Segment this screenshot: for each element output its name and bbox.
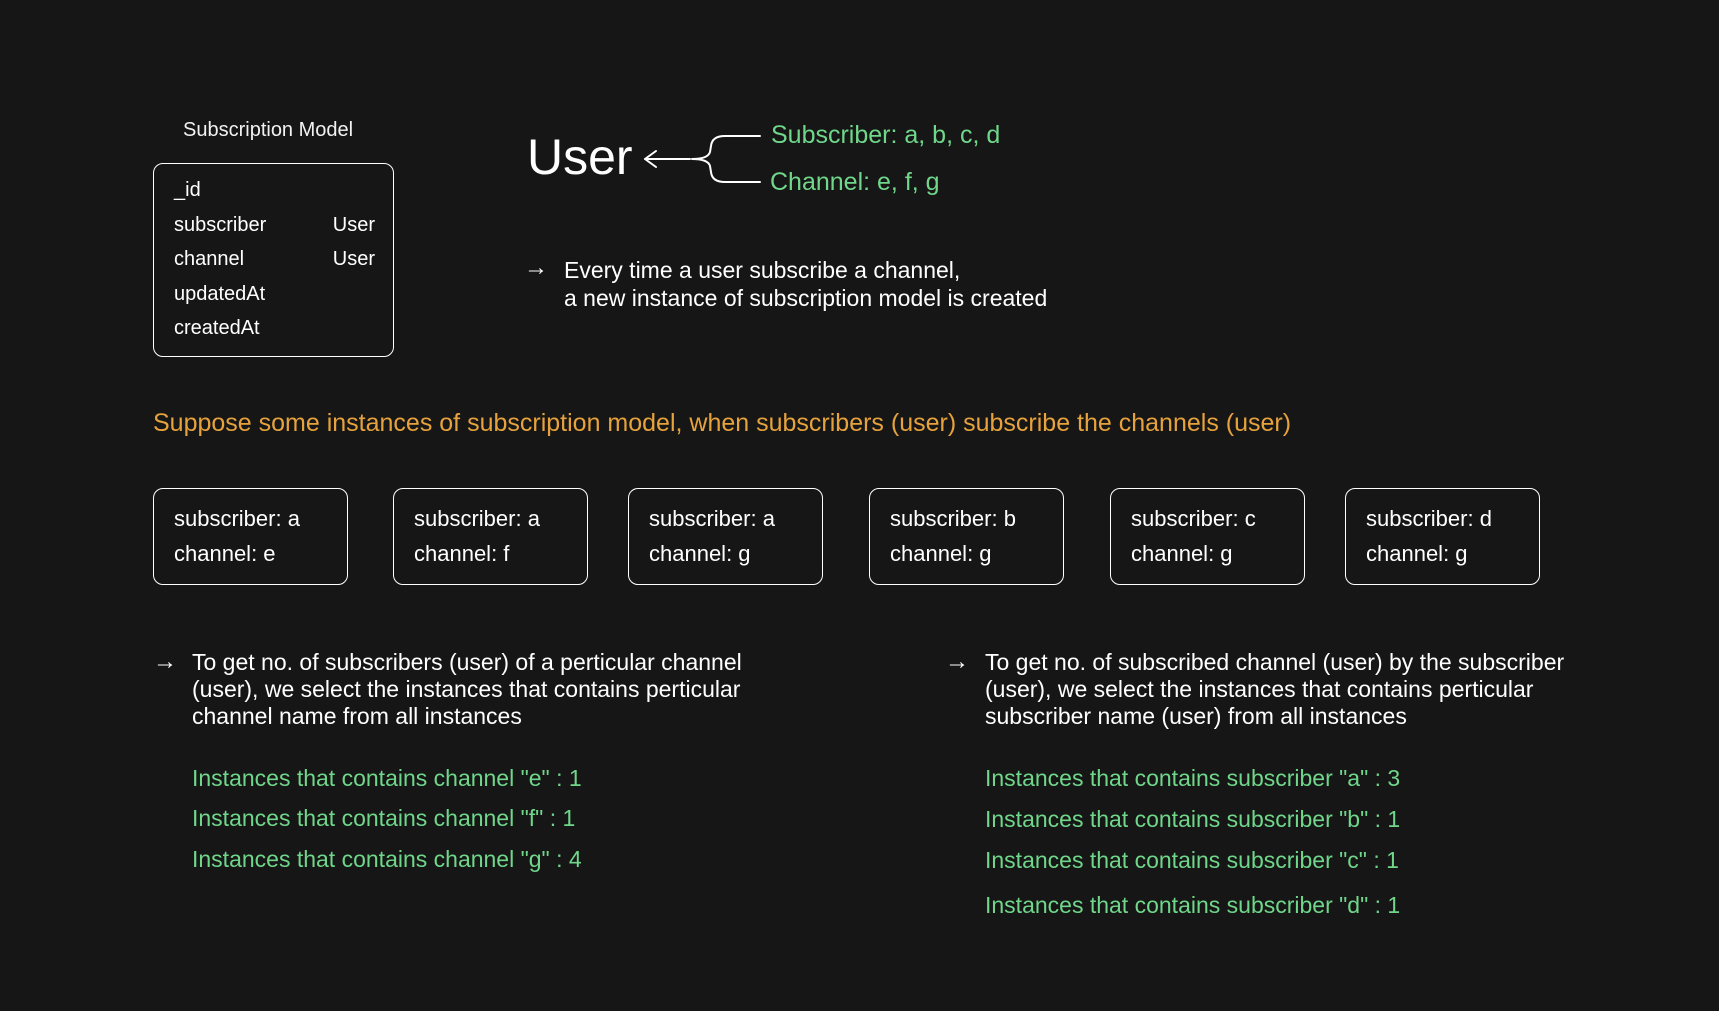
- field-id: _id: [174, 179, 201, 201]
- subscriber-count-d: Instances that contains subscriber "d" :…: [985, 892, 1401, 918]
- left-arrow-brace-icon: [644, 135, 761, 183]
- instance-box-5: subscriber: c channel: g: [1110, 488, 1305, 585]
- subscriber-list: Subscriber: a, b, c, d: [771, 121, 1001, 149]
- instance-channel: channel: g: [1131, 541, 1233, 566]
- instance-subscriber: subscriber: c: [1131, 506, 1256, 531]
- note-top: Every time a user subscribe a channel, a…: [564, 256, 1047, 312]
- instance-channel: channel: g: [1366, 541, 1468, 566]
- right-note: To get no. of subscribed channel (user) …: [985, 649, 1564, 730]
- channel-count-g: Instances that contains channel "g" : 4: [192, 846, 582, 872]
- instance-box-1: subscriber: a channel: e: [153, 488, 348, 585]
- user-label: User: [527, 129, 633, 185]
- left-note-line1: To get no. of subscribers (user) of a pe…: [192, 649, 742, 675]
- channel-count-f: Instances that contains channel "f" : 1: [192, 805, 576, 831]
- field-createdat: createdAt: [174, 317, 260, 339]
- left-note-line3: channel name from all instances: [192, 703, 522, 729]
- field-channel-type: User: [332, 248, 375, 270]
- right-arrow-icon: →: [153, 648, 177, 675]
- instance-channel: channel: e: [174, 541, 276, 566]
- subscriber-count-c: Instances that contains subscriber "c" :…: [985, 847, 1399, 873]
- model-box: _id subscriber User channel User updated…: [153, 163, 394, 357]
- instance-box-6: subscriber: d channel: g: [1345, 488, 1540, 585]
- note-top-line2: a new instance of subscription model is …: [564, 285, 1048, 311]
- instance-subscriber: subscriber: b: [890, 506, 1016, 531]
- channel-list: Channel: e, f, g: [770, 168, 940, 196]
- instance-subscriber: subscriber: a: [414, 506, 540, 531]
- left-note: To get no. of subscribers (user) of a pe…: [192, 649, 742, 730]
- instance-box-3: subscriber: a channel: g: [628, 488, 823, 585]
- field-subscriber-type: User: [332, 214, 375, 236]
- instance-subscriber: subscriber: d: [1366, 506, 1492, 531]
- instance-subscriber: subscriber: a: [649, 506, 775, 531]
- subscriber-count-b: Instances that contains subscriber "b" :…: [985, 806, 1401, 832]
- instance-subscriber: subscriber: a: [174, 506, 300, 531]
- instance-box-4: subscriber: b channel: g: [869, 488, 1064, 585]
- right-note-line3: subscriber name (user) from all instance…: [985, 703, 1407, 729]
- left-note-line2: (user), we select the instances that con…: [192, 676, 741, 702]
- note-top-line1: Every time a user subscribe a channel,: [564, 257, 961, 283]
- field-subscriber: subscriber: [174, 214, 267, 236]
- instance-channel: channel: g: [890, 541, 992, 566]
- model-title: Subscription Model: [183, 119, 354, 141]
- channel-count-e: Instances that contains channel "e" : 1: [192, 765, 582, 791]
- subscriber-count-a: Instances that contains subscriber "a" :…: [985, 765, 1401, 791]
- right-arrow-icon: →: [945, 648, 969, 675]
- right-note-line2: (user), we select the instances that con…: [985, 676, 1534, 702]
- instance-channel: channel: f: [414, 541, 510, 566]
- right-note-line1: To get no. of subscribed channel (user) …: [985, 649, 1565, 675]
- field-channel: channel: [174, 248, 245, 270]
- field-updatedat: updatedAt: [174, 283, 266, 305]
- instance-channel: channel: g: [649, 541, 751, 566]
- suppose-text: Suppose some instances of subscription m…: [153, 409, 1292, 437]
- right-arrow-icon: →: [524, 254, 548, 281]
- instance-box-2: subscriber: a channel: f: [393, 488, 588, 585]
